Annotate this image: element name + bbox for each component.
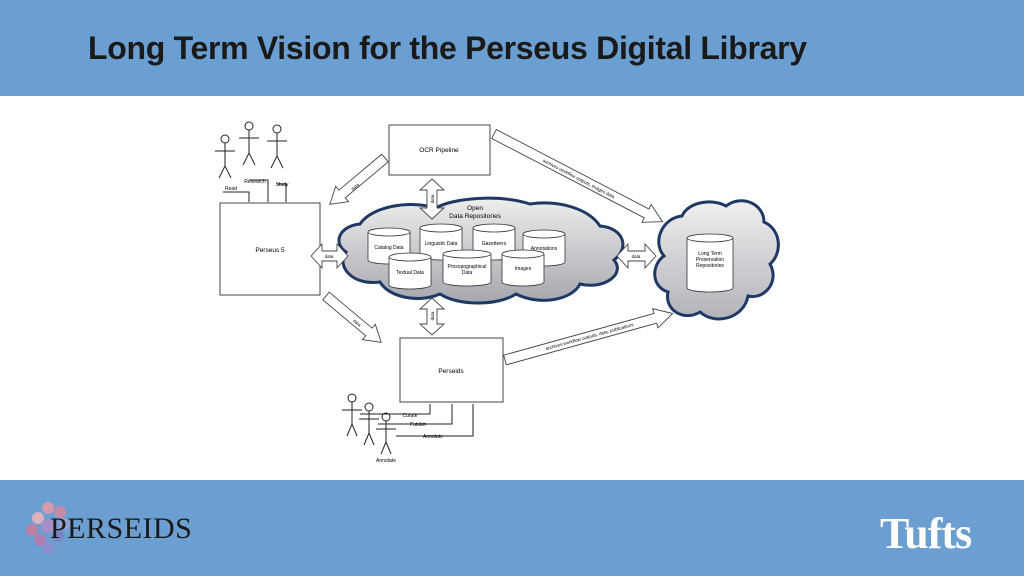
archive-bottom-label: archives workflow outputs, data, publica… bbox=[545, 322, 635, 351]
cloud-perseids-data-label: data bbox=[430, 311, 435, 320]
perseus5-box bbox=[219, 202, 321, 296]
annotations-label: Annotations bbox=[531, 246, 558, 252]
ltp-line3: Repositories bbox=[696, 263, 724, 269]
cloud-preservation-data-label: data bbox=[632, 254, 641, 259]
open-repos-line2: Data Repositories bbox=[449, 213, 501, 220]
catalog-data-label: Catalog Data bbox=[374, 245, 403, 251]
perseids-box bbox=[399, 337, 504, 403]
ocr-preservation-arrow bbox=[491, 128, 664, 223]
read-label: Read bbox=[225, 186, 237, 192]
architecture-diagram: Read Research Study OCR Pipeline Perseus… bbox=[0, 96, 1024, 480]
archive-top-label: archives workflow outputs, images data bbox=[542, 158, 616, 200]
open-repos-line1: Open bbox=[467, 205, 483, 212]
ocr-perseus5-data-label: data bbox=[350, 182, 360, 192]
prosopographical-label-1: Prosopographical bbox=[448, 264, 487, 270]
linguistic-data-label: Linguistic Data bbox=[425, 241, 458, 247]
images-db bbox=[501, 249, 545, 287]
ocr-cloud-data-label: data bbox=[430, 194, 435, 203]
preservation-cloud bbox=[653, 199, 780, 321]
research-label: Research bbox=[244, 179, 266, 185]
ltp-line1: Long Term bbox=[698, 251, 722, 257]
perseus5-cloud-data-label: data bbox=[325, 254, 334, 259]
reader-users bbox=[215, 121, 287, 202]
perseus5-label: Perseus 5 bbox=[255, 247, 285, 254]
ocr-cloud-double-arrow bbox=[418, 178, 446, 220]
header-band bbox=[0, 0, 1024, 96]
tufts-logo: Tufts bbox=[880, 509, 972, 558]
perseids-preservation-arrow bbox=[503, 308, 674, 366]
cloud-perseids-double-arrow bbox=[418, 297, 446, 336]
perseids-label: Perseids bbox=[438, 368, 464, 375]
footer-band bbox=[0, 480, 1024, 576]
slide-title: Long Term Vision for the Perseus Digital… bbox=[88, 30, 807, 66]
prosopographical-data-db bbox=[442, 249, 492, 287]
publish-label: Publish bbox=[410, 422, 427, 428]
ocr-pipeline-label: OCR Pipeline bbox=[419, 147, 459, 154]
perseus5-cloud-double-arrow bbox=[310, 242, 349, 270]
textual-data-label: Textual Data bbox=[396, 270, 424, 276]
perseids-wordmark: PERSEIDS bbox=[50, 512, 193, 545]
study-label: Study bbox=[276, 182, 289, 188]
annotate-label: Annotate bbox=[423, 434, 443, 440]
prosopographical-label-2: Data bbox=[462, 270, 473, 276]
perseus5-perseids-data-label: data bbox=[352, 318, 362, 328]
textual-data-db bbox=[388, 252, 432, 290]
curate-label: Curate bbox=[402, 413, 417, 419]
annotator-label: Annotate bbox=[376, 458, 396, 464]
cloud-preservation-double-arrow bbox=[616, 242, 657, 270]
perseus5-perseids-arrow bbox=[322, 291, 382, 343]
ocr-pipeline-box bbox=[388, 124, 491, 176]
perseids-logo-icon bbox=[26, 502, 70, 554]
gazetteers-label: Gazetteers bbox=[482, 241, 507, 247]
contributor-users bbox=[342, 393, 474, 455]
ocr-perseus5-arrow bbox=[329, 153, 389, 205]
images-label: Images bbox=[515, 266, 532, 272]
ltp-line2: Preservation bbox=[696, 257, 724, 263]
